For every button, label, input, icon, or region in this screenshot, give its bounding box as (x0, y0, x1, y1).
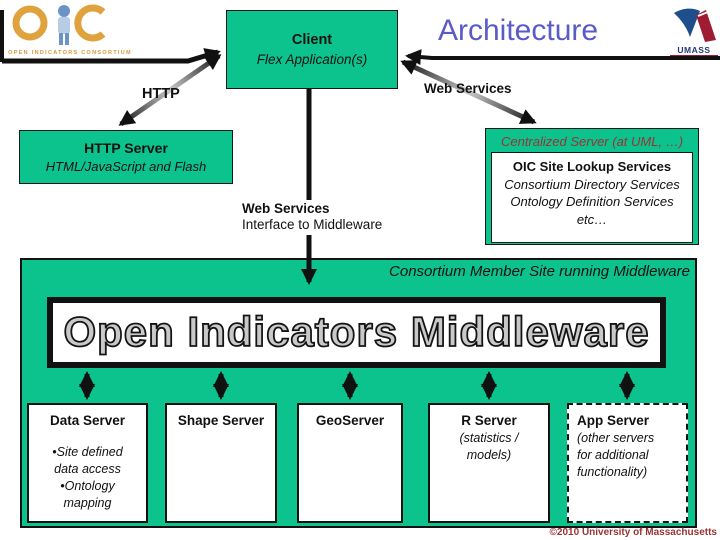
http-server-subtitle: HTML/JavaScript and Flash (45, 159, 207, 174)
server-bullet: •Ontology mapping (60, 479, 115, 510)
service-item: OIC Site Lookup Services (512, 159, 672, 174)
server-detail: (other servers for additional functional… (577, 431, 655, 479)
node-http-server: HTTP Server HTML/JavaScript and Flash (19, 130, 233, 184)
interface-to-middleware-label: Interface to Middleware (242, 217, 383, 232)
middleware-title: Open Indicators Middleware (63, 307, 650, 356)
oic-logo-icon (12, 4, 106, 45)
http-label: HTTP (142, 86, 180, 102)
member-site-label: Consortium Member Site running Middlewar… (389, 263, 690, 280)
copyright-note: ©2010 University of Massachusetts (549, 527, 717, 538)
node-client: Client Flex Application(s) (226, 10, 398, 89)
server-detail: (statistics / models) (459, 431, 519, 462)
node-middleware: Open Indicators Middleware (47, 297, 666, 368)
node-geoserver: GeoServer (297, 403, 403, 523)
node-data-server: Data Server •Site defined data access •O… (27, 403, 148, 523)
http-server-title: HTTP Server (84, 140, 168, 156)
server-title: Data Server (49, 413, 126, 428)
server-title: GeoServer (315, 413, 385, 428)
umass-logo-icon (674, 8, 716, 42)
web-services-middleware-label: Web Services Interface to Middleware (241, 200, 387, 235)
oic-tagline: OPEN INDICATORS CONSORTIUM (8, 50, 132, 56)
oic-logo: OPEN INDICATORS CONSORTIUM (8, 3, 132, 56)
node-app-server: App Server (other servers for additional… (567, 403, 688, 523)
service-item: Ontology Definition Services (510, 194, 674, 209)
server-title: Shape Server (177, 413, 265, 428)
server-detail: •Site defined data access •Ontology mapp… (29, 444, 146, 512)
right-rule-arrow (405, 49, 720, 66)
web-services-label-top: Web Services (424, 81, 512, 96)
node-shape-server: Shape Server (165, 403, 277, 523)
node-r-server: R Server (statistics / models) (428, 403, 550, 523)
server-title: R Server (461, 413, 517, 428)
umass-logo: UMASS (670, 7, 718, 56)
client-subtitle: Flex Application(s) (256, 52, 368, 67)
left-edge-bar (0, 10, 4, 62)
server-title: App Server (577, 413, 650, 428)
centralized-server-header: Centralized Server (at UML, …) (500, 134, 684, 149)
node-centralized-server: Centralized Server (at UML, …) OIC Site … (485, 128, 699, 245)
umass-label: UMASS (670, 45, 718, 56)
server-bullet: •Site defined data access (52, 445, 123, 476)
page-title: Architecture (438, 14, 599, 47)
service-item: Consortium Directory Services (504, 176, 680, 192)
centralized-server-services: OIC Site Lookup Services Consortium Dire… (491, 152, 693, 243)
web-services-label-mid: Web Services (242, 201, 330, 216)
client-title: Client (291, 32, 333, 48)
service-item: etc… (576, 211, 608, 227)
